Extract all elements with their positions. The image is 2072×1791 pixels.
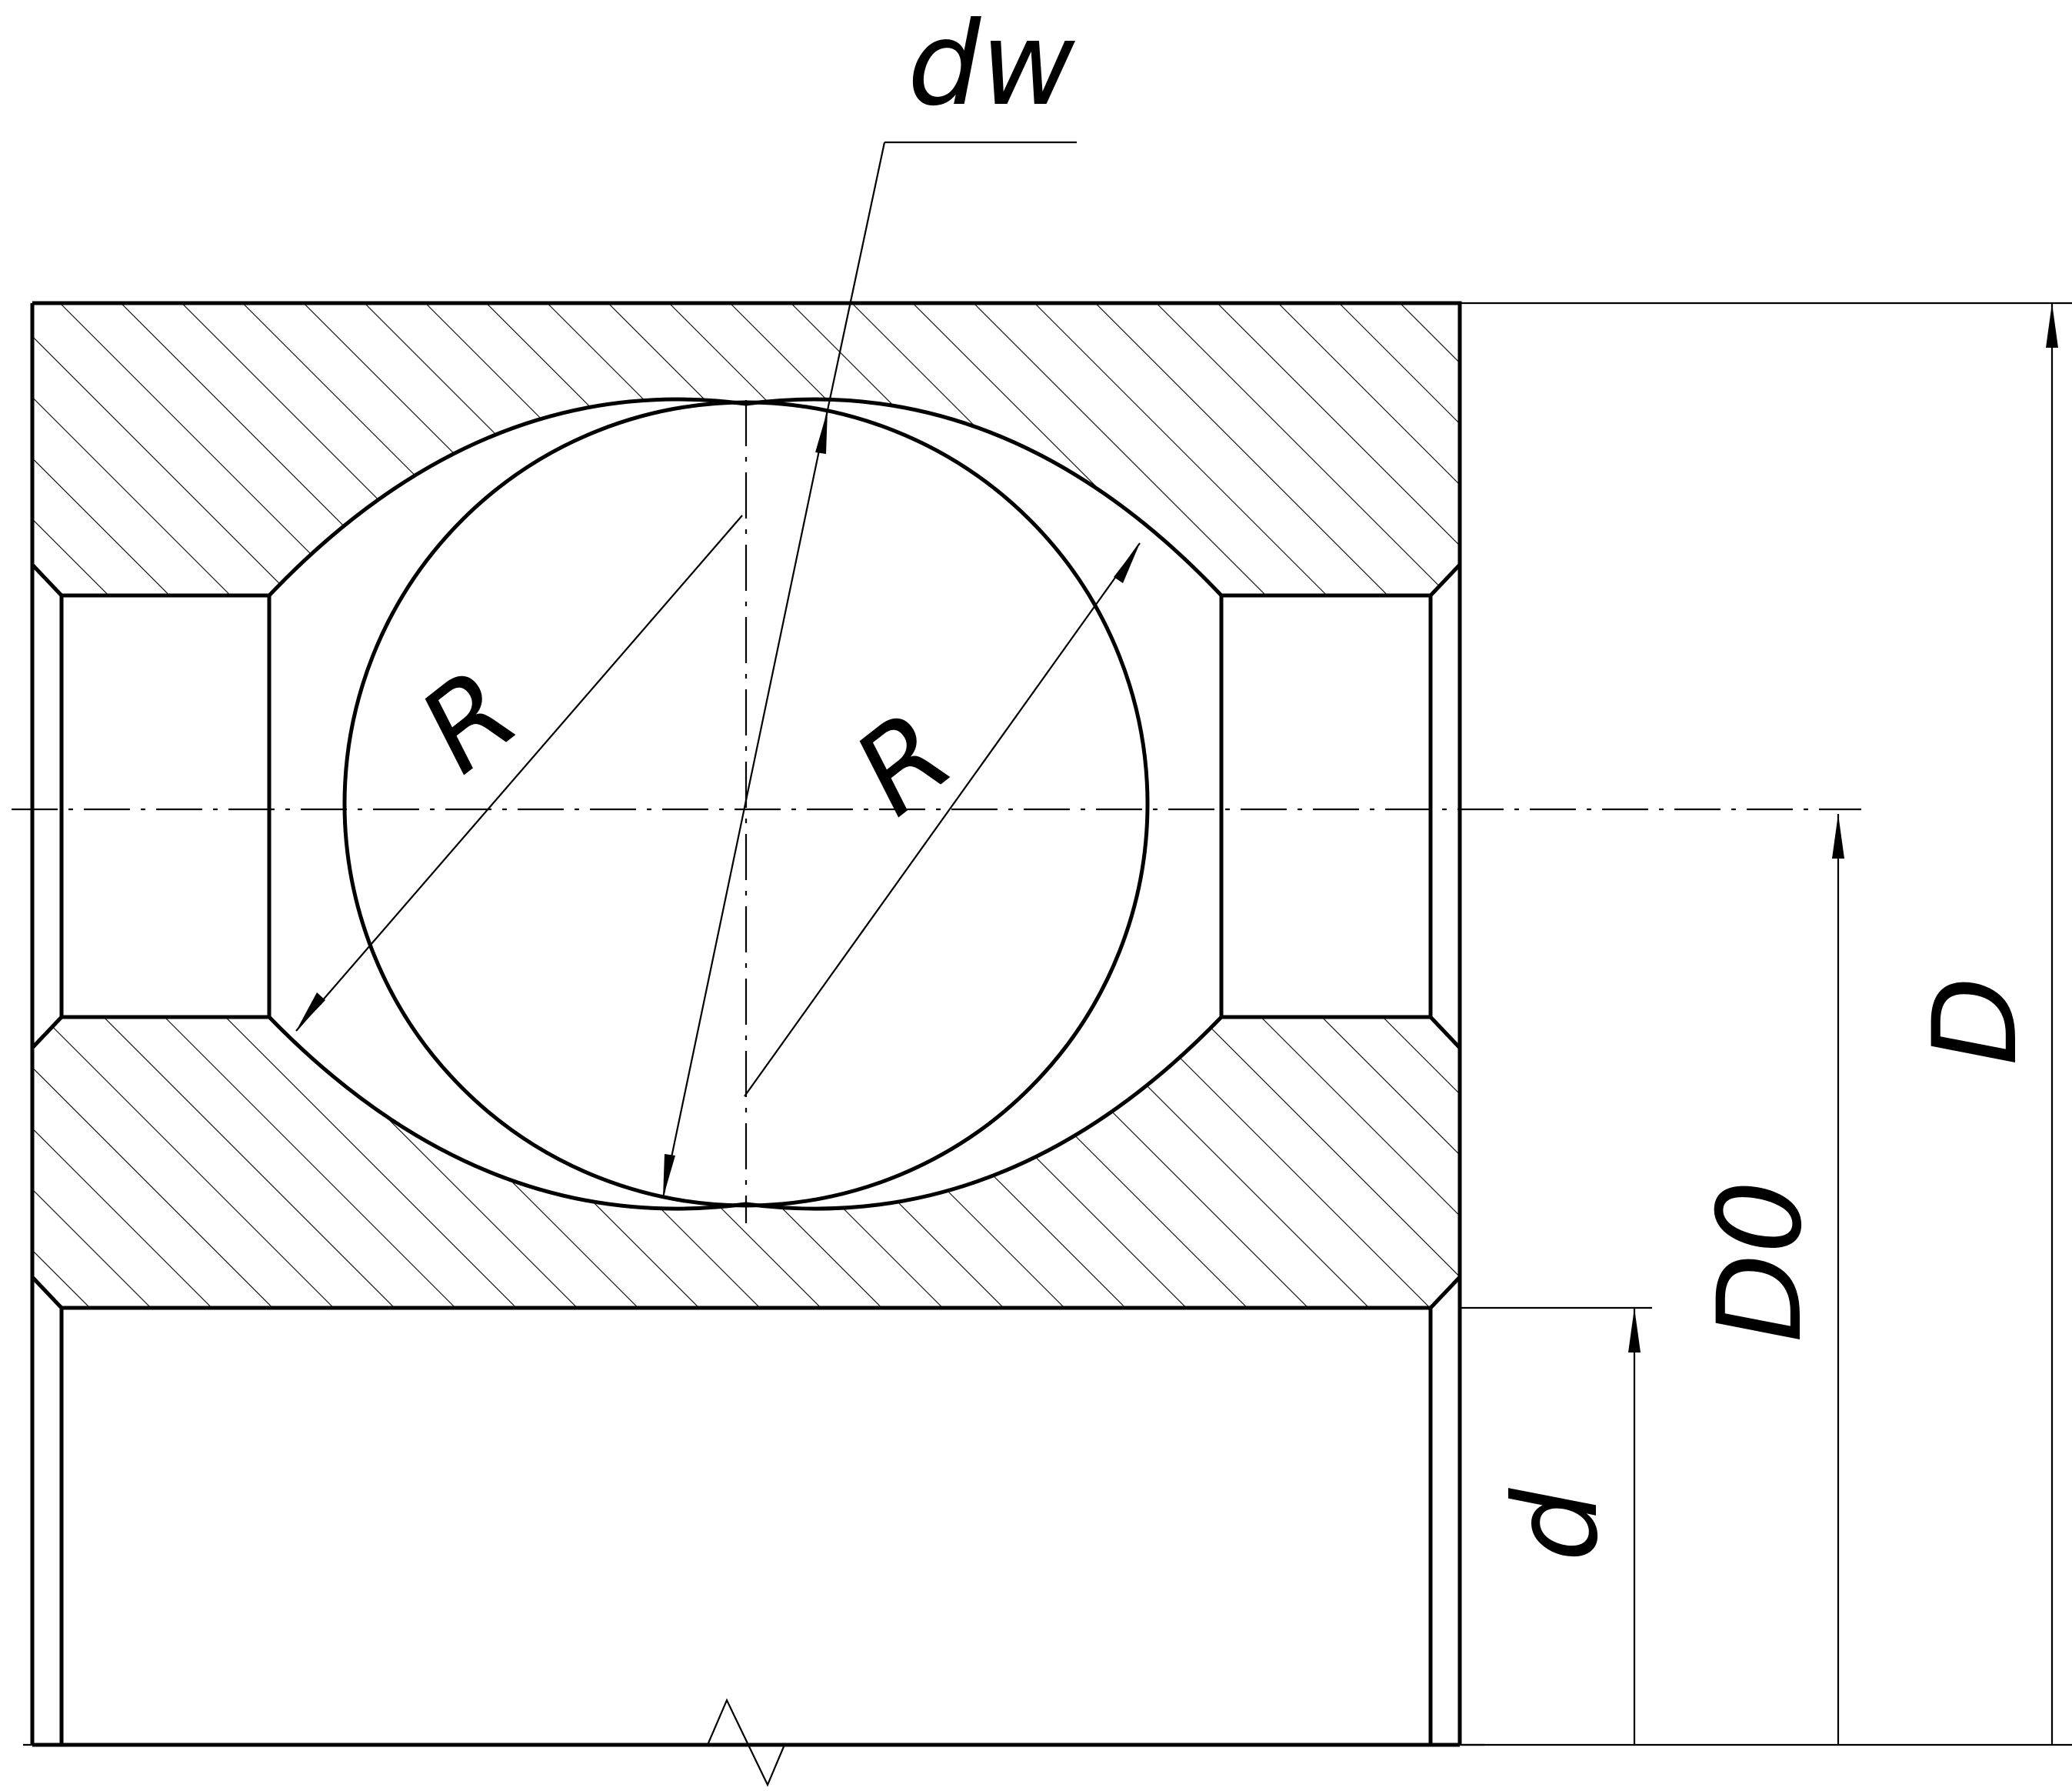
inner-ring-hatch [32, 1017, 1460, 1308]
break-line [23, 1698, 1484, 1787]
label-pitch-diameter: D0 [1694, 1180, 1827, 1342]
label-r-right: R [831, 686, 976, 841]
bore-diameter-dimension [1461, 1306, 1652, 1745]
dw-dimension [661, 141, 1077, 1199]
outer-diameter-dimension [1461, 302, 2072, 1745]
label-dw: dw [908, 0, 1075, 132]
label-bore-diameter: d [1490, 1488, 1624, 1562]
label-r-left: R [396, 644, 541, 799]
r-left-dimension [295, 515, 743, 1032]
outer-ring-hatch [32, 303, 1460, 595]
r-right-dimension [744, 542, 1141, 1097]
bearing-outline [30, 301, 1462, 1747]
pitch-diameter-dimension [1832, 814, 1844, 1745]
label-outer-diameter: D [1909, 976, 2043, 1066]
